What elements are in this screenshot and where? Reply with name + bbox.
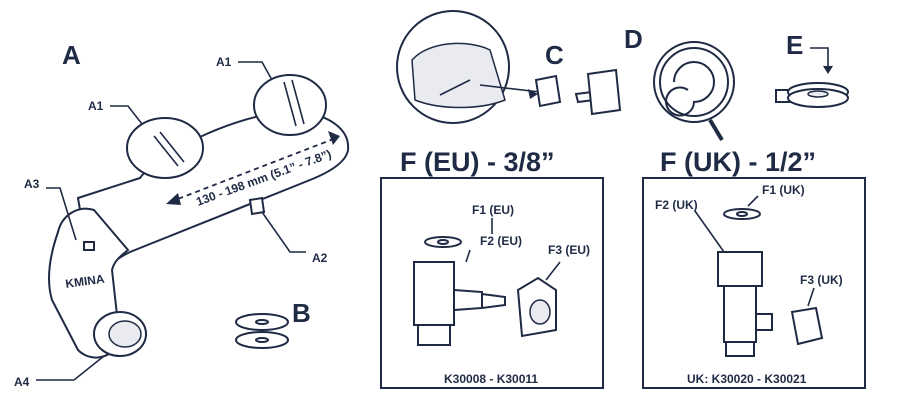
callout-f3-uk: F3 (UK) [800, 273, 843, 287]
label-e: E [786, 30, 803, 60]
callout-a1-top: A1 [216, 55, 232, 69]
bidet-attachment [48, 74, 350, 359]
washers-b [235, 313, 289, 349]
connector-c [534, 68, 622, 116]
label-c: C [545, 40, 564, 70]
callout-f3-eu: F3 (EU) [548, 243, 590, 257]
callout-f1-uk: F1 (UK) [762, 183, 805, 197]
callout-f2-uk: F2 (UK) [655, 198, 698, 212]
label-f-uk: F (UK) - 1/2” [660, 147, 816, 177]
callout-a2: A2 [312, 251, 328, 265]
part-number-uk: UK: K30020 - K30021 [687, 372, 807, 386]
magnified-detail [396, 10, 541, 124]
callout-f1-eu: F1 (EU) [472, 203, 514, 217]
part-number-eu: K30008 - K30011 [444, 372, 538, 386]
label-b: B [292, 298, 311, 328]
label-f-eu: F (EU) - 3/8” [400, 147, 555, 177]
hose-d [653, 41, 735, 142]
brand-label: KMINA [64, 272, 105, 291]
label-d: D [624, 24, 643, 54]
panel-f-uk [642, 177, 866, 389]
callout-a4: A4 [14, 375, 30, 389]
dimension-line [169, 137, 337, 203]
parts-f-uk [717, 208, 824, 357]
callout-f2-eu: F2 (EU) [480, 234, 522, 248]
leader-lines [36, 61, 815, 381]
label-a: A [62, 40, 81, 70]
tape-e [775, 82, 849, 108]
panel-f-eu [380, 177, 604, 389]
parts-f-eu [413, 236, 557, 346]
callout-a1-left: A1 [88, 99, 104, 113]
callout-a3: A3 [24, 177, 40, 191]
